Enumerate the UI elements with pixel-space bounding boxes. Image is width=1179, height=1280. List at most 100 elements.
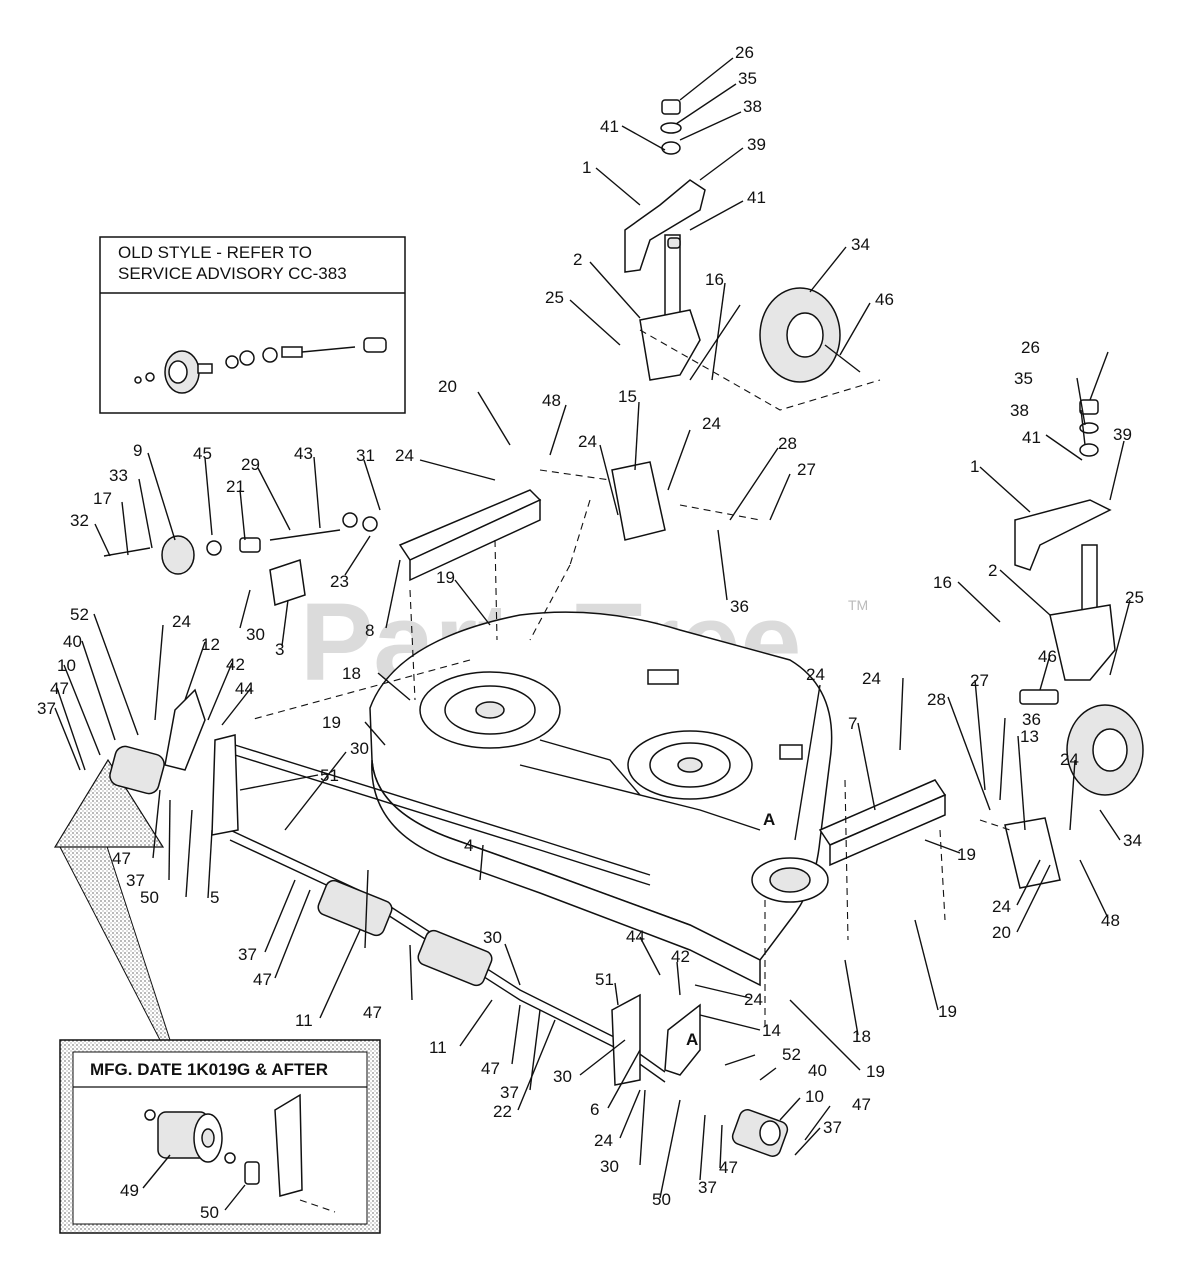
- callout-47: 47: [253, 970, 272, 989]
- callout-18: 18: [852, 1027, 871, 1046]
- old-style-line1: OLD STYLE - REFER TO: [118, 243, 312, 262]
- callout-25: 25: [1125, 588, 1144, 607]
- callout-28: 28: [778, 434, 797, 453]
- callout-46: 46: [1038, 647, 1057, 666]
- callout-50: 50: [652, 1190, 671, 1209]
- callout-11: 11: [429, 1038, 447, 1057]
- callout-29: 29: [241, 455, 260, 474]
- callout-44: 44: [626, 927, 645, 946]
- callout-24: 24: [172, 612, 191, 631]
- callout-27: 27: [797, 460, 816, 479]
- callout-10: 10: [805, 1087, 824, 1106]
- callout-37: 37: [238, 945, 257, 964]
- callout-30: 30: [553, 1067, 572, 1086]
- callout-46: 46: [875, 290, 894, 309]
- callout-27: 27: [970, 671, 989, 690]
- callout-41: 41: [1022, 428, 1041, 447]
- callout-A: A: [686, 1030, 698, 1049]
- guide-lines: [249, 469, 1011, 1030]
- callout-31: 31: [356, 446, 375, 465]
- callout-24: 24: [744, 990, 763, 1009]
- callout-30: 30: [350, 739, 369, 758]
- callout-43: 43: [294, 444, 313, 463]
- front-hanger-brackets: [398, 461, 1061, 889]
- callout-14: 14: [762, 1021, 781, 1040]
- callout-2: 2: [988, 561, 997, 580]
- callout-33: 33: [109, 466, 128, 485]
- callout-11: 11: [295, 1011, 313, 1030]
- callout-45: 45: [193, 444, 212, 463]
- old-style-line2: SERVICE ADVISORY CC-383: [118, 264, 347, 283]
- callout-leaders: [54, 57, 1131, 1211]
- callout-47: 47: [719, 1158, 738, 1177]
- callout-37: 37: [126, 871, 145, 890]
- callout-24: 24: [1060, 750, 1079, 769]
- callout-39: 39: [747, 135, 766, 154]
- callout-19: 19: [322, 713, 341, 732]
- callout-38: 38: [1010, 401, 1029, 420]
- callout-38: 38: [743, 97, 762, 116]
- callout-1: 1: [970, 457, 979, 476]
- callout-51: 51: [320, 766, 339, 785]
- callout-34: 34: [851, 235, 870, 254]
- callout-30: 30: [246, 625, 265, 644]
- callout-50: 50: [200, 1203, 219, 1222]
- new-style-pulley-sketch: [144, 1093, 336, 1213]
- mfg-date-box: MFG. DATE 1K019G & AFTER: [53, 758, 381, 1234]
- callout-34: 34: [1123, 831, 1142, 850]
- old-style-box: OLD STYLE - REFER TO SERVICE ADVISORY CC…: [99, 236, 406, 414]
- watermark-trademark: TM: [848, 597, 868, 613]
- mower-deck: [369, 611, 833, 987]
- callout-13: 13: [1020, 727, 1039, 746]
- caster-wheel-left: [624, 99, 881, 411]
- callout-35: 35: [738, 69, 757, 88]
- callout-50: 50: [140, 888, 159, 907]
- callout-48: 48: [1101, 911, 1120, 930]
- callout-24: 24: [806, 665, 825, 684]
- callout-19: 19: [436, 568, 455, 587]
- callout-37: 37: [823, 1118, 842, 1137]
- callout-18: 18: [342, 664, 361, 683]
- callout-1: 1: [582, 158, 591, 177]
- callout-19: 19: [938, 1002, 957, 1021]
- callout-19: 19: [866, 1062, 885, 1081]
- callout-52: 52: [70, 605, 89, 624]
- callout-30: 30: [483, 928, 502, 947]
- callout-24: 24: [594, 1131, 613, 1150]
- callout-44: 44: [235, 679, 254, 698]
- callout-2: 2: [573, 250, 582, 269]
- callout-7: 7: [848, 714, 857, 733]
- callout-32: 32: [70, 511, 89, 530]
- caster-wheel-right: [1014, 399, 1144, 796]
- idler-pulley-assembly: [103, 512, 378, 606]
- callout-39: 39: [1113, 425, 1132, 444]
- callout-52: 52: [782, 1045, 801, 1064]
- callout-24: 24: [702, 414, 721, 433]
- old-style-pulley-sketch: [134, 337, 387, 394]
- callout-17: 17: [93, 489, 112, 508]
- callout-37: 37: [37, 699, 56, 718]
- callout-A: A: [763, 810, 775, 829]
- callout-21: 21: [226, 477, 245, 496]
- callout-48: 48: [542, 391, 561, 410]
- callout-9: 9: [133, 441, 142, 460]
- callout-labels: 26 35 38 41 39 1 41 34 2 16 25 46 20 48 …: [37, 43, 1144, 1222]
- callout-5: 5: [210, 888, 219, 907]
- callout-20: 20: [438, 377, 457, 396]
- callout-24: 24: [992, 897, 1011, 916]
- callout-25: 25: [545, 288, 564, 307]
- callout-8: 8: [365, 621, 374, 640]
- callout-37: 37: [500, 1083, 519, 1102]
- callout-40: 40: [63, 632, 82, 651]
- callout-42: 42: [671, 947, 690, 966]
- callout-4: 4: [464, 836, 473, 855]
- callout-47: 47: [852, 1095, 871, 1114]
- callout-47: 47: [481, 1059, 500, 1078]
- callout-23: 23: [330, 572, 349, 591]
- callout-24: 24: [395, 446, 414, 465]
- callout-6: 6: [590, 1100, 599, 1119]
- callout-24: 24: [862, 669, 881, 688]
- callout-19: 19: [957, 845, 976, 864]
- callout-47: 47: [363, 1003, 382, 1022]
